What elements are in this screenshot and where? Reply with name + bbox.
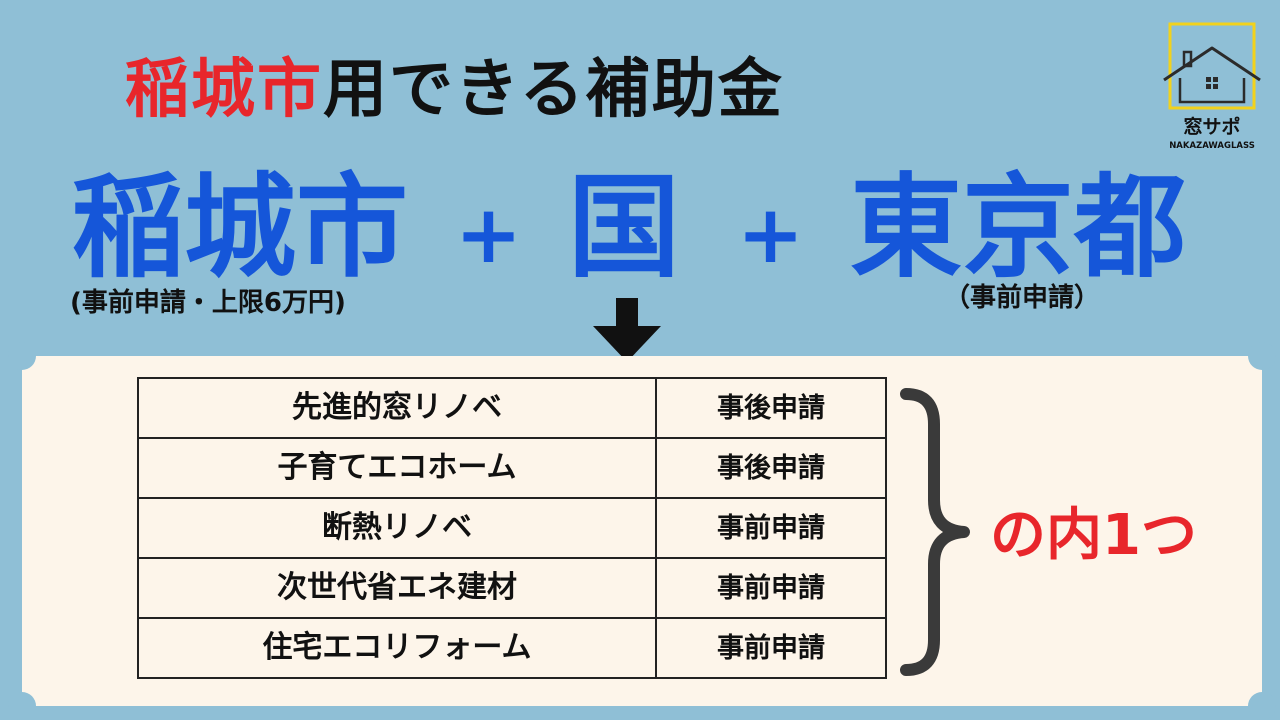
application-type: 事後申請 (655, 437, 887, 499)
table-row: 先進的窓リノベ 事後申請 (137, 377, 887, 439)
program-name: 住宅エコリフォーム (137, 617, 657, 679)
source-tokyo: 東京都 (850, 163, 1186, 293)
panel-notch (8, 692, 36, 720)
right-curly-brace-icon (900, 388, 970, 676)
application-type: 事前申請 (655, 617, 887, 679)
city-note: (事前申請・上限6万円) (70, 288, 346, 318)
program-name: 次世代省エネ建材 (137, 557, 657, 619)
tokyo-note: （事前申請） (944, 283, 1101, 313)
choose-one-label: の内1つ (990, 503, 1197, 568)
table-row: 子育てエコホーム 事後申請 (137, 437, 887, 499)
plus-sign-2: + (737, 188, 805, 281)
panel-notch (1248, 692, 1276, 720)
page-title-highlight: 稲城市 (125, 53, 323, 127)
logo-subtitle: NAKAZAWAGLASS (1169, 141, 1255, 151)
program-name: 先進的窓リノベ (137, 377, 657, 439)
application-type: 事前申請 (655, 557, 887, 619)
panel-notch (1248, 342, 1276, 370)
panel-notch (8, 342, 36, 370)
table-row: 次世代省エネ建材 事前申請 (137, 557, 887, 619)
logo-name: 窓サポ (1183, 116, 1241, 138)
table-row: 住宅エコリフォーム 事前申請 (137, 617, 887, 679)
source-country: 国 (568, 163, 680, 293)
program-table: 先進的窓リノベ 事後申請 子育てエコホーム 事後申請 断熱リノベ 事前申請 次世… (137, 377, 887, 679)
down-arrow-icon (593, 298, 661, 362)
page-title-rest: 用できる補助金 (323, 53, 784, 127)
application-type: 事後申請 (655, 377, 887, 439)
program-name: 子育てエコホーム (137, 437, 657, 499)
page-title: 稲城市用できる補助金 (125, 58, 784, 122)
table-row: 断熱リノベ 事前申請 (137, 497, 887, 559)
plus-sign-1: + (455, 188, 523, 281)
source-city: 稲城市 (72, 163, 408, 293)
application-type: 事前申請 (655, 497, 887, 559)
program-name: 断熱リノベ (137, 497, 657, 559)
logo (1163, 22, 1261, 110)
